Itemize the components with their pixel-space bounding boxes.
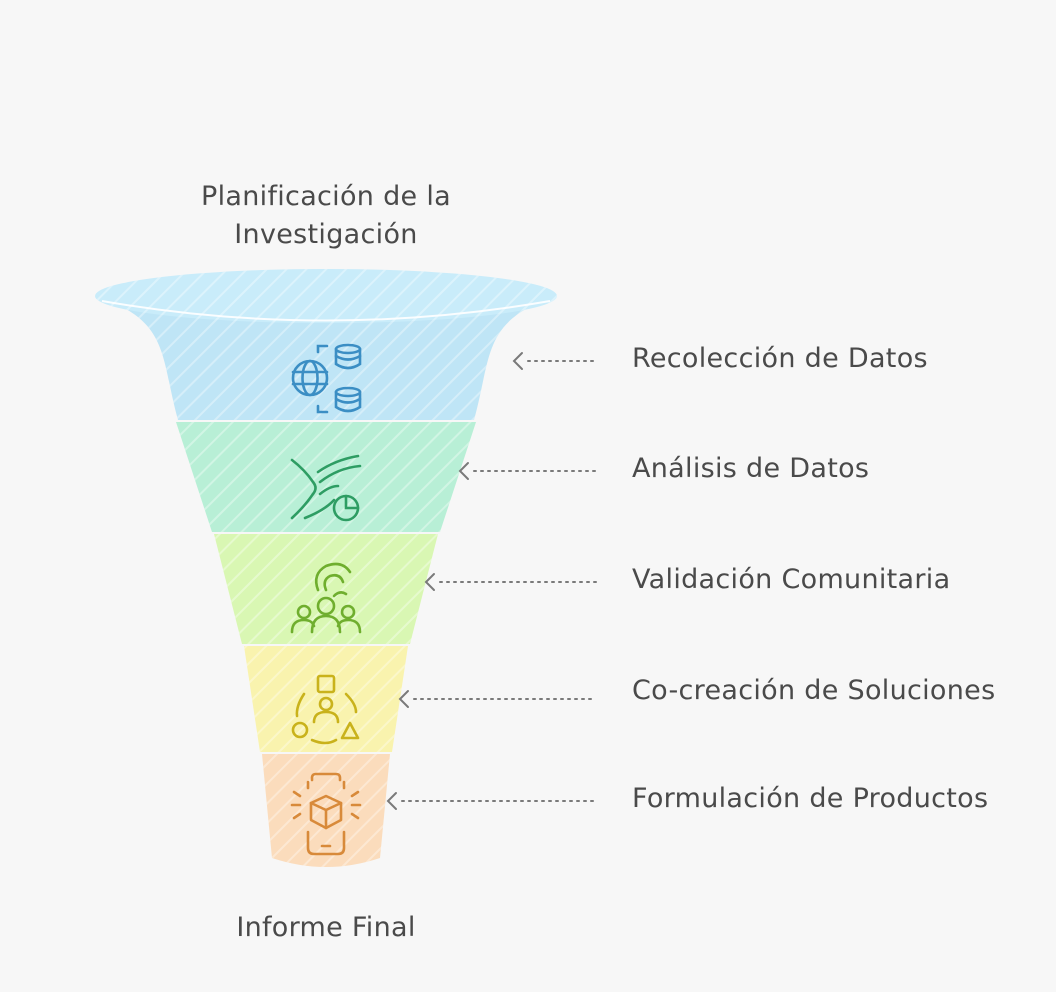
connector-arrow-formulacion: [386, 792, 597, 810]
connector-arrow-cocreacion: [398, 690, 597, 708]
globe-database-icon: [291, 343, 362, 414]
community-group-icon: [290, 562, 362, 634]
funnel-bottom-label: Informe Final: [236, 912, 416, 943]
stage-label-analisis: Análisis de Datos: [632, 453, 870, 484]
product-mobile-icon: [290, 772, 362, 856]
connector-arrow-analisis: [458, 462, 597, 480]
data-flow-pie-icon: [290, 454, 362, 522]
funnel-top-label: Planificación de la Investigación: [140, 178, 512, 254]
stage-label-formulacion: Formulación de Productos: [632, 783, 989, 814]
shapes-person-icon: [291, 674, 360, 745]
funnel-stage-recoleccion: [95, 296, 557, 420]
stage-label-validacion: Validación Comunitaria: [632, 564, 951, 595]
connector-arrow-recoleccion: [512, 352, 597, 370]
funnel-top-label-line2: Investigación: [234, 219, 418, 250]
connector-arrow-validacion: [424, 573, 597, 591]
stage-label-recoleccion: Recolección de Datos: [632, 343, 928, 374]
stage-label-cocreacion: Co-creación de Soluciones: [632, 675, 996, 706]
funnel-top-label-line1: Planificación de la: [201, 181, 451, 212]
